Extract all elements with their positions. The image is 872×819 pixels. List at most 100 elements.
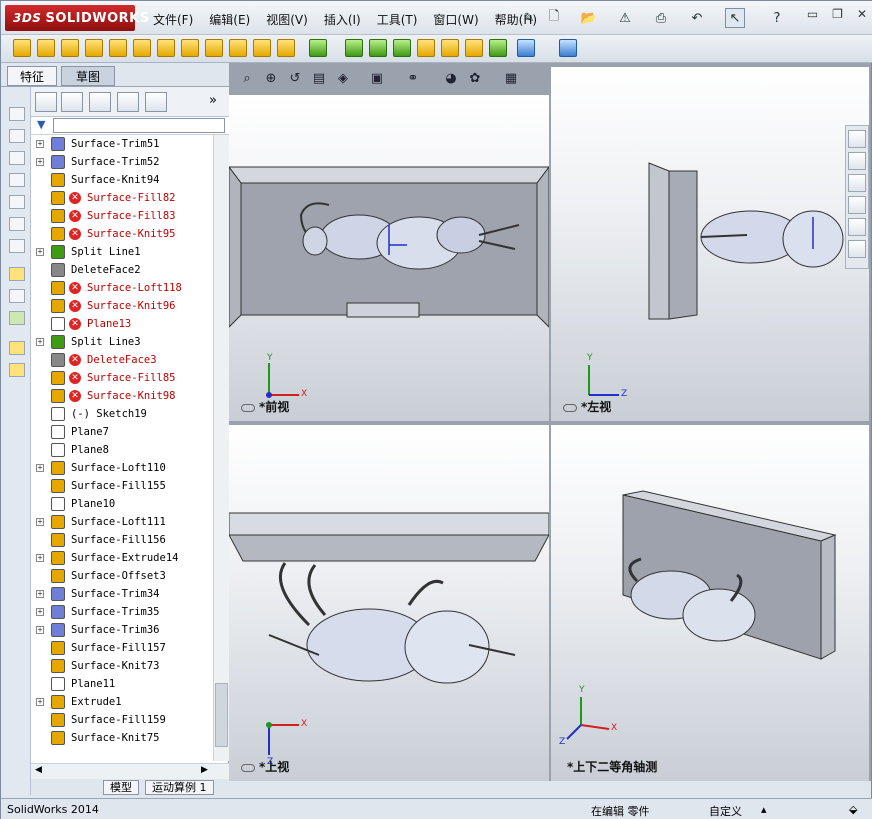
new-document-icon[interactable]: 🗋 bbox=[548, 9, 560, 24]
apply-scene-icon[interactable]: ✿ bbox=[469, 71, 481, 86]
reference-geometry-icon[interactable] bbox=[489, 39, 507, 57]
select-pointer-icon[interactable]: ↖ bbox=[725, 8, 745, 28]
filter-icon[interactable]: ▼ bbox=[37, 118, 46, 131]
tree-vertical-scrollbar[interactable] bbox=[213, 135, 229, 761]
swept-cut-icon[interactable] bbox=[205, 39, 223, 57]
tree-item[interactable]: +Extrude1 bbox=[31, 693, 213, 711]
tree-item[interactable]: Surface-Fill157 bbox=[31, 639, 213, 657]
file-explorer-icon[interactable] bbox=[848, 174, 866, 192]
tree-item[interactable]: +Surface-Trim51 bbox=[31, 135, 213, 153]
hole-wizard-icon[interactable] bbox=[157, 39, 175, 57]
viewport-top[interactable]: X Z *上视 bbox=[229, 425, 549, 781]
tab-features[interactable]: 特征 bbox=[7, 66, 58, 86]
expand-toggle-icon[interactable]: + bbox=[36, 463, 44, 472]
expand-toggle-icon[interactable]: + bbox=[36, 589, 44, 598]
expand-toggle-icon[interactable]: + bbox=[36, 337, 44, 346]
unit-system-selector[interactable]: 自定义 bbox=[709, 805, 742, 818]
expand-toggle-icon[interactable]: + bbox=[36, 139, 44, 148]
tree-item[interactable]: ✕Surface-Fill85 bbox=[31, 369, 213, 387]
tree-item[interactable]: +Surface-Trim36 bbox=[31, 621, 213, 639]
tree-item[interactable]: +Surface-Trim52 bbox=[31, 153, 213, 171]
hide-show-items-icon[interactable]: ⚭ bbox=[407, 71, 419, 86]
intersect-icon[interactable] bbox=[441, 39, 459, 57]
tree-item[interactable]: ✕DeleteFace3 bbox=[31, 351, 213, 369]
linear-pattern-icon[interactable] bbox=[309, 39, 327, 57]
expand-toggle-icon[interactable]: + bbox=[36, 247, 44, 256]
appearances-icon[interactable] bbox=[848, 218, 866, 236]
view-box-icon[interactable] bbox=[9, 195, 25, 209]
view-box-icon[interactable] bbox=[9, 217, 25, 231]
scroll-right-icon[interactable]: ▶ bbox=[201, 765, 208, 775]
section-view-icon[interactable]: ▤ bbox=[312, 71, 326, 86]
menu-view[interactable]: 视图(V) bbox=[266, 13, 308, 27]
mirror-icon[interactable] bbox=[465, 39, 483, 57]
tree-item[interactable]: ✕Surface-Fill82 bbox=[31, 189, 213, 207]
tree-item[interactable]: +Surface-Extrude14 bbox=[31, 549, 213, 567]
tab-motion-study-1[interactable]: 运动算例 1 bbox=[145, 780, 214, 795]
tree-item[interactable]: ✕Surface-Knit98 bbox=[31, 387, 213, 405]
tree-item[interactable]: +Surface-Trim34 bbox=[31, 585, 213, 603]
tree-item[interactable]: Plane10 bbox=[31, 495, 213, 513]
smart-dimension-icon[interactable] bbox=[9, 289, 25, 303]
lofted-boss-icon[interactable] bbox=[85, 39, 103, 57]
tree-item[interactable]: +Surface-Trim35 bbox=[31, 603, 213, 621]
feature-manager-tab-icon[interactable] bbox=[35, 92, 57, 112]
menu-insert[interactable]: 插入(I) bbox=[323, 13, 361, 27]
scrollbar-thumb[interactable] bbox=[215, 683, 228, 747]
sketch-tool-icon[interactable] bbox=[9, 267, 25, 281]
revolved-boss-icon[interactable] bbox=[37, 39, 55, 57]
configuration-manager-tab-icon[interactable] bbox=[89, 92, 111, 112]
tree-item[interactable]: Surface-Fill159 bbox=[31, 711, 213, 729]
home-icon[interactable] bbox=[848, 130, 866, 148]
scroll-left-icon[interactable]: ◀ bbox=[35, 765, 42, 775]
tree-item[interactable]: Surface-Offset3 bbox=[31, 567, 213, 585]
help-icon[interactable]: ? bbox=[773, 10, 781, 26]
minimize-icon[interactable]: ▭ bbox=[806, 7, 819, 21]
zoom-to-fit-icon[interactable]: ⌕ bbox=[243, 71, 251, 86]
relations-icon[interactable] bbox=[9, 311, 25, 325]
display-manager-tab-icon[interactable] bbox=[145, 92, 167, 112]
tag-icon[interactable]: ⬙ bbox=[849, 803, 858, 816]
rib-icon[interactable] bbox=[345, 39, 363, 57]
tree-item[interactable]: +Split Line3 bbox=[31, 333, 213, 351]
expand-toggle-icon[interactable]: + bbox=[36, 517, 44, 526]
restore-icon[interactable]: ❐ bbox=[832, 7, 843, 21]
view-orientation-icon[interactable]: ◈ bbox=[338, 71, 348, 86]
filter-input[interactable] bbox=[53, 118, 225, 133]
tab-model[interactable]: 模型 bbox=[103, 780, 139, 795]
tree-item[interactable]: Surface-Knit73 bbox=[31, 657, 213, 675]
tree-item[interactable]: (-) Sketch19 bbox=[31, 405, 213, 423]
custom-properties-icon[interactable] bbox=[848, 240, 866, 258]
dimxpert-tab-icon[interactable] bbox=[117, 92, 139, 112]
expand-toggle-icon[interactable]: + bbox=[36, 607, 44, 616]
boundary-cut-icon[interactable] bbox=[253, 39, 271, 57]
view-box-icon[interactable] bbox=[9, 129, 25, 143]
extruded-cut-icon[interactable] bbox=[133, 39, 151, 57]
fillet-icon[interactable] bbox=[277, 39, 295, 57]
view-box-icon[interactable] bbox=[9, 239, 25, 253]
unit-dropdown-icon[interactable]: ▴ bbox=[761, 803, 767, 816]
view-settings-icon[interactable]: ▦ bbox=[504, 71, 518, 86]
rebuild-warning-icon[interactable]: ⚠ bbox=[619, 10, 631, 26]
tree-item[interactable]: ✕Surface-Knit96 bbox=[31, 297, 213, 315]
more-tabs-chevron-icon[interactable]: » bbox=[209, 93, 217, 108]
undo-icon[interactable]: ↶ bbox=[691, 10, 703, 26]
edit-appearance-icon[interactable]: ◕ bbox=[445, 71, 457, 86]
tree-item[interactable]: Plane7 bbox=[31, 423, 213, 441]
view-box-icon[interactable] bbox=[9, 173, 25, 187]
tree-item[interactable]: +Surface-Loft111 bbox=[31, 513, 213, 531]
expand-toggle-icon[interactable]: + bbox=[36, 553, 44, 562]
view-palette-icon[interactable] bbox=[848, 196, 866, 214]
tree-horizontal-scrollbar[interactable]: ◀ ▶ bbox=[31, 763, 229, 779]
property-manager-tab-icon[interactable] bbox=[61, 92, 83, 112]
boundary-boss-icon[interactable] bbox=[109, 39, 127, 57]
viewport-isometric[interactable]: Y X Z *上下二等角轴测 bbox=[551, 425, 869, 781]
menu-file[interactable]: 文件(F) bbox=[153, 13, 194, 27]
tree-item[interactable]: Surface-Knit94 bbox=[31, 171, 213, 189]
pin-icon[interactable]: ✎ bbox=[523, 10, 535, 26]
print-icon[interactable]: ⎙ bbox=[655, 10, 667, 26]
lofted-cut-icon[interactable] bbox=[229, 39, 247, 57]
zoom-to-area-icon[interactable]: ⊕ bbox=[265, 71, 277, 86]
graphics-area[interactable]: ⌕ ⊕ ↺ ▤ ◈ ▣ ⚭ ◕ ✿ ▦ ▯ ▯ ▭ ❐ ✕ bbox=[229, 63, 871, 781]
